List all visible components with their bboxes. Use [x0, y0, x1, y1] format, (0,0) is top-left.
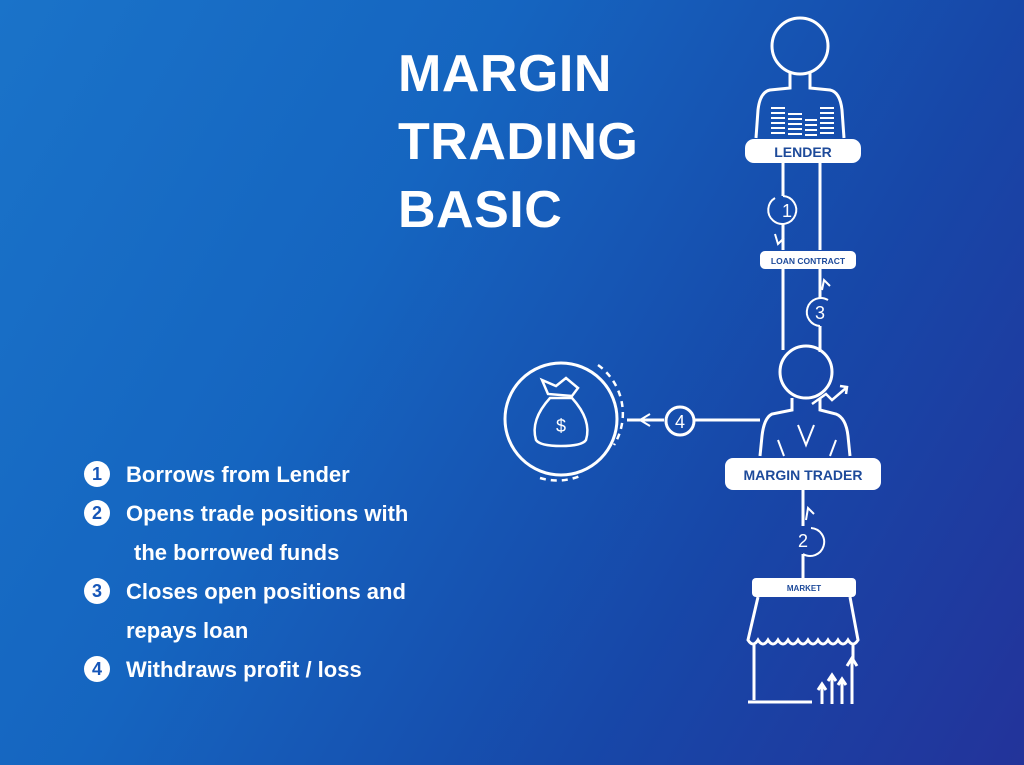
legend-number: 3	[84, 578, 110, 604]
title-line: BASIC	[398, 181, 563, 239]
loan-contract-box	[760, 251, 856, 269]
market-store-icon	[746, 596, 860, 704]
margin-trader-figure-icon	[758, 344, 852, 457]
loan-contract-label: LOAN CONTRACT	[771, 256, 846, 266]
step-4-number: 4	[675, 412, 685, 432]
legend-number: 4	[84, 656, 110, 682]
step-1-number: 1	[782, 201, 792, 221]
legend-item: 3 Closes open positions and	[84, 572, 408, 611]
legend-number: 1	[84, 461, 110, 487]
market-box	[752, 578, 856, 597]
legend-item: 2 Opens trade positions with	[84, 494, 408, 533]
legend-text: Opens trade positions with	[126, 501, 409, 526]
margin-trader-box	[725, 458, 881, 490]
title-line: MARGIN	[398, 45, 612, 103]
title-line: TRADING	[398, 113, 639, 171]
lender-label: LENDER	[774, 144, 832, 160]
step-3-arrow-icon	[805, 277, 831, 327]
legend-text: Closes open positions and	[126, 579, 406, 604]
step-2-arrow-icon	[802, 505, 826, 557]
legend-text-continued: the borrowed funds	[134, 540, 340, 565]
connector-lines	[781, 163, 822, 352]
market-label: MARKET	[787, 584, 821, 593]
legend-text: Borrows from Lender	[126, 462, 350, 487]
step-2-number: 2	[798, 531, 808, 551]
trend-up-icon	[811, 384, 849, 406]
page-title: MARGIN TRADING BASIC	[398, 40, 638, 244]
arrow-left-icon	[638, 413, 651, 427]
steps-legend: 1 Borrows from Lender 2 Opens trade positi…	[84, 455, 408, 689]
lender-figure-icon	[754, 16, 846, 139]
coin-stacks-icon	[771, 107, 834, 136]
legend-item: 4 Withdraws profit / loss	[84, 650, 408, 689]
step-3-number: 3	[815, 303, 825, 323]
legend-text: Withdraws profit / loss	[126, 657, 362, 682]
legend-text-continued: repays loan	[126, 618, 249, 643]
legend-number: 2	[84, 500, 110, 526]
legend-item: 1 Borrows from Lender	[84, 455, 408, 494]
margin-trader-label: MARGIN TRADER	[744, 467, 863, 483]
dollar-sign: $	[556, 416, 566, 436]
lender-label-box	[745, 139, 861, 163]
step-1-arrow-icon	[767, 195, 798, 246]
step-4-circle	[664, 405, 696, 437]
money-bag-icon	[503, 361, 625, 482]
